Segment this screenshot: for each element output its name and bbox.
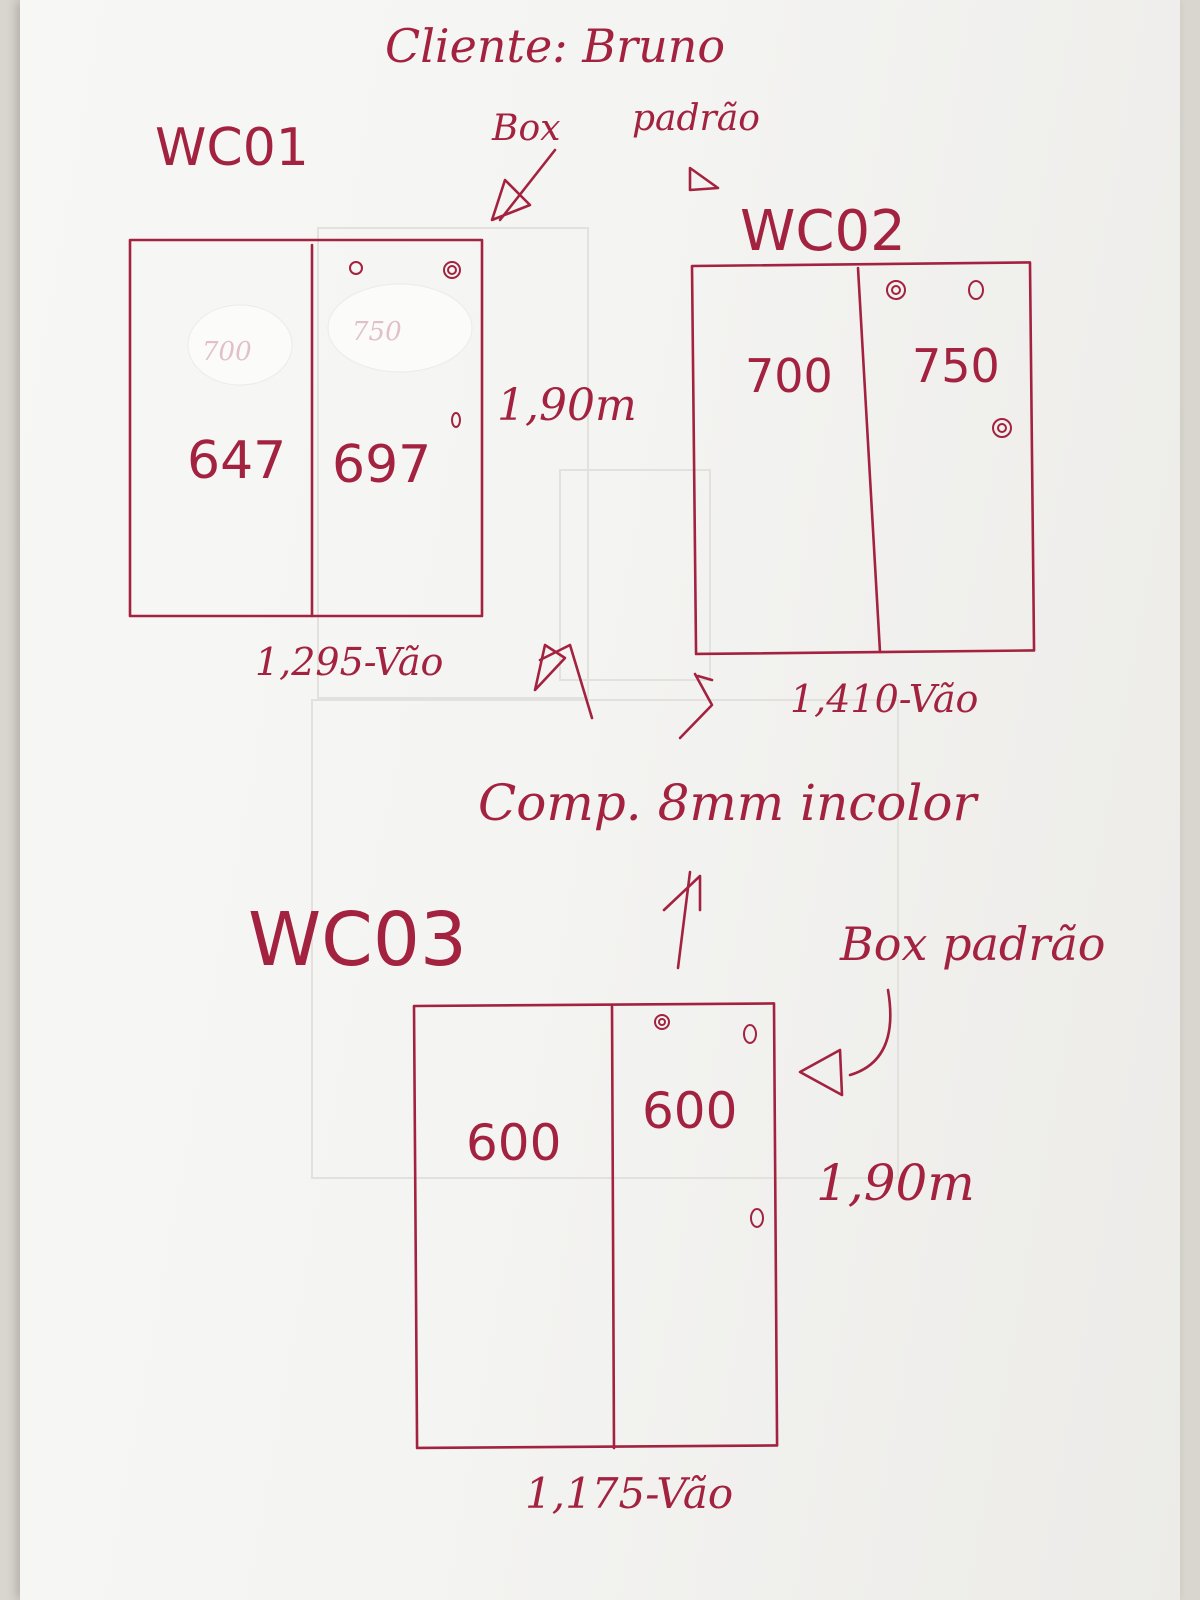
wc01-correction-patches: 700 750 bbox=[187, 283, 473, 386]
wc03-title: WC03 bbox=[248, 897, 467, 983]
wc03-outline bbox=[412, 1002, 779, 1450]
wc02-width: 1,410-Vão bbox=[790, 677, 978, 721]
wc01-left-value: 647 bbox=[187, 431, 286, 491]
arrow-middle-right bbox=[678, 672, 714, 740]
arrow-middle-left bbox=[533, 643, 594, 720]
wc01-right-value: 697 bbox=[332, 435, 431, 495]
wc02-right-value: 750 bbox=[912, 339, 1000, 393]
wc03-right-value: 600 bbox=[642, 1082, 737, 1140]
svg-text:700: 700 bbox=[202, 337, 252, 367]
arrow-to-wc01 bbox=[490, 148, 557, 222]
paper-sheet bbox=[20, 0, 1180, 1600]
wc03-height: 1,90m bbox=[816, 1154, 975, 1212]
show-through-rect-small bbox=[559, 469, 711, 681]
wc01-width: 1,295-Vão bbox=[255, 640, 443, 684]
middle-note: Comp. 8mm incolor bbox=[478, 774, 979, 832]
wc03-width: 1,175-Vão bbox=[525, 1469, 733, 1518]
wc02-outline bbox=[690, 261, 1036, 656]
box-padrao-bottom: Box padrão bbox=[839, 917, 1106, 971]
box-padrao-top-left: Box bbox=[491, 108, 560, 149]
wc01-height: 1,90m bbox=[497, 380, 637, 431]
client-line: Cliente: Bruno bbox=[385, 19, 725, 73]
wc03-divider bbox=[610, 1004, 616, 1450]
wc02-divider bbox=[856, 266, 882, 654]
box-padrao-top-right: padrão bbox=[632, 98, 760, 139]
wc01-outline bbox=[128, 238, 484, 618]
wc01-title: WC01 bbox=[155, 118, 309, 178]
wc02-hardware-marks bbox=[886, 280, 1012, 438]
arrow-to-wc02 bbox=[688, 166, 720, 192]
wc02-title: WC02 bbox=[740, 199, 906, 264]
show-through-rect-top bbox=[317, 227, 589, 699]
wc03-hardware-marks bbox=[654, 1014, 764, 1228]
wc02-left-value: 700 bbox=[745, 349, 833, 403]
show-through-rect-middle bbox=[311, 699, 899, 1179]
svg-text:750: 750 bbox=[352, 317, 402, 347]
arrow-up-to-note bbox=[662, 870, 702, 970]
wc01-hardware-marks bbox=[349, 261, 461, 428]
arrow-to-wc03 bbox=[798, 988, 892, 1097]
wc03-left-value: 600 bbox=[466, 1114, 561, 1172]
